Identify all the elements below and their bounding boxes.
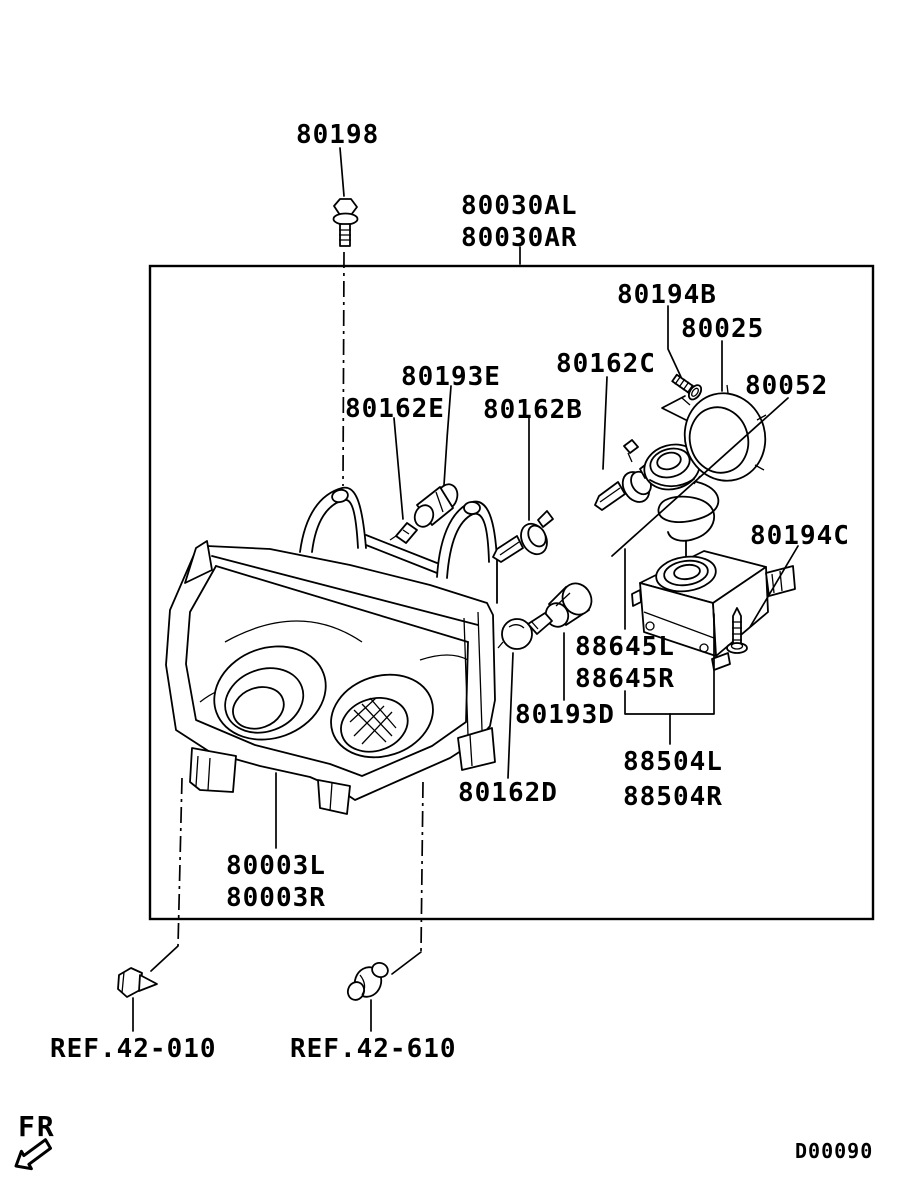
screw-80194C-icon — [726, 545, 799, 654]
part-label-88504L: 88504L — [623, 747, 723, 777]
ring-80052-leader — [611, 397, 789, 557]
part-label-80030AR: 80030AR — [461, 223, 578, 253]
diagram-frame-box — [148, 264, 875, 921]
front-direction-label: FR — [18, 1110, 56, 1143]
bulb-80162B-icon — [492, 417, 554, 563]
part-label-80003: 80003L 80003R — [226, 850, 326, 914]
bulb-80162E-icon — [389, 417, 418, 544]
part-label-80030: 80030AL 80030AR — [461, 190, 578, 254]
part-label-80194C: 80194C — [750, 521, 850, 551]
socket-80193D-icon — [544, 582, 593, 701]
igniter-cap-icon — [643, 443, 720, 557]
ref-label-42-010: REF.42-010 — [50, 1034, 217, 1064]
cover-ring-80025-icon — [681, 340, 767, 485]
part-label-88504R: 88504R — [623, 782, 723, 812]
part-label-80003R: 80003R — [226, 883, 326, 913]
part-label-80194B: 80194B — [617, 280, 717, 310]
part-label-80052: 80052 — [745, 371, 829, 401]
ref-42-610-clip-icon — [346, 781, 424, 1032]
ballast-group-leaders — [624, 548, 715, 745]
part-label-88645: 88645L 88645R — [575, 631, 675, 695]
ref-label-42-610: REF.42-610 — [290, 1034, 457, 1064]
bulb-80162D-icon — [497, 612, 553, 779]
part-label-80003L: 80003L — [226, 851, 326, 881]
part-label-88504: 88504L 88504R — [623, 745, 723, 815]
part-label-80025: 80025 — [681, 314, 765, 344]
socket-80193E-icon — [413, 385, 459, 528]
part-label-80198: 80198 — [296, 120, 380, 150]
part-label-88645L: 88645L — [575, 632, 675, 662]
part-label-80193E: 80193E — [401, 362, 501, 392]
part-label-80030AL: 80030AL — [461, 191, 578, 221]
part-label-80162E: 80162E — [345, 394, 445, 424]
bulb-80162C-icon — [594, 376, 657, 511]
ref-42-010-clip-icon — [117, 777, 183, 1032]
part-label-80193D: 80193D — [515, 700, 615, 730]
part-label-80162C: 80162C — [556, 349, 656, 379]
part-label-80162B: 80162B — [483, 395, 583, 425]
screw-80194B-icon — [661, 305, 703, 421]
part-label-88645R: 88645R — [575, 664, 675, 694]
headlamp-assembly-drawing — [165, 486, 498, 815]
bolt-icon — [332, 147, 359, 487]
part-label-80162D: 80162D — [458, 778, 558, 808]
diagram-code: D00090 — [795, 1139, 874, 1163]
front-direction-arrow-icon — [14, 1138, 52, 1171]
